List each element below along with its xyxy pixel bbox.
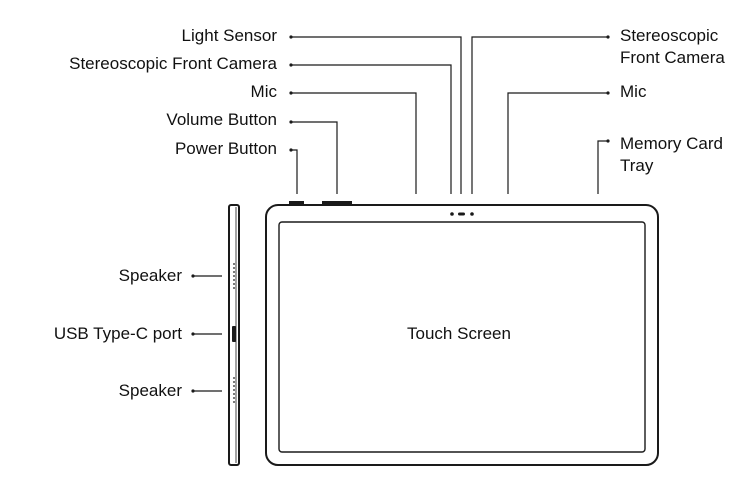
speaker-top-grille [233,263,235,289]
label-mic-right: Mic [620,82,647,101]
label-mic-left: Mic [251,82,278,101]
speaker-bottom-grille [233,377,235,403]
power-button-shape [289,201,304,205]
tablet-front-view [265,201,659,466]
volume-button-shape [322,201,352,205]
touch-screen-area [278,221,646,453]
label-speaker-top: Speaker [119,266,183,285]
label-power-button: Power Button [175,139,277,158]
label-volume-button: Volume Button [166,110,277,129]
label-stereoscopic-front-camera-left: Stereoscopic Front Camera [69,54,277,73]
label-speaker-bottom: Speaker [119,381,183,400]
label-usb-type-c-port: USB Type-C port [54,324,182,343]
leader-lines [191,35,610,393]
camera-right-shape [470,212,474,216]
label-memory-card-line2: Tray [620,156,654,175]
label-stereoscopic-line2: Front Camera [620,48,725,67]
label-memory-card-line1: Memory Card [620,134,723,153]
light-sensor-shape [458,212,465,216]
label-light-sensor: Light Sensor [182,26,278,45]
label-touch-screen: Touch Screen [407,324,511,343]
tablet-side-view [228,204,240,466]
camera-left-shape [450,212,454,216]
usb-port-shape [232,326,236,342]
label-stereoscopic-line1: Stereoscopic [620,26,719,45]
